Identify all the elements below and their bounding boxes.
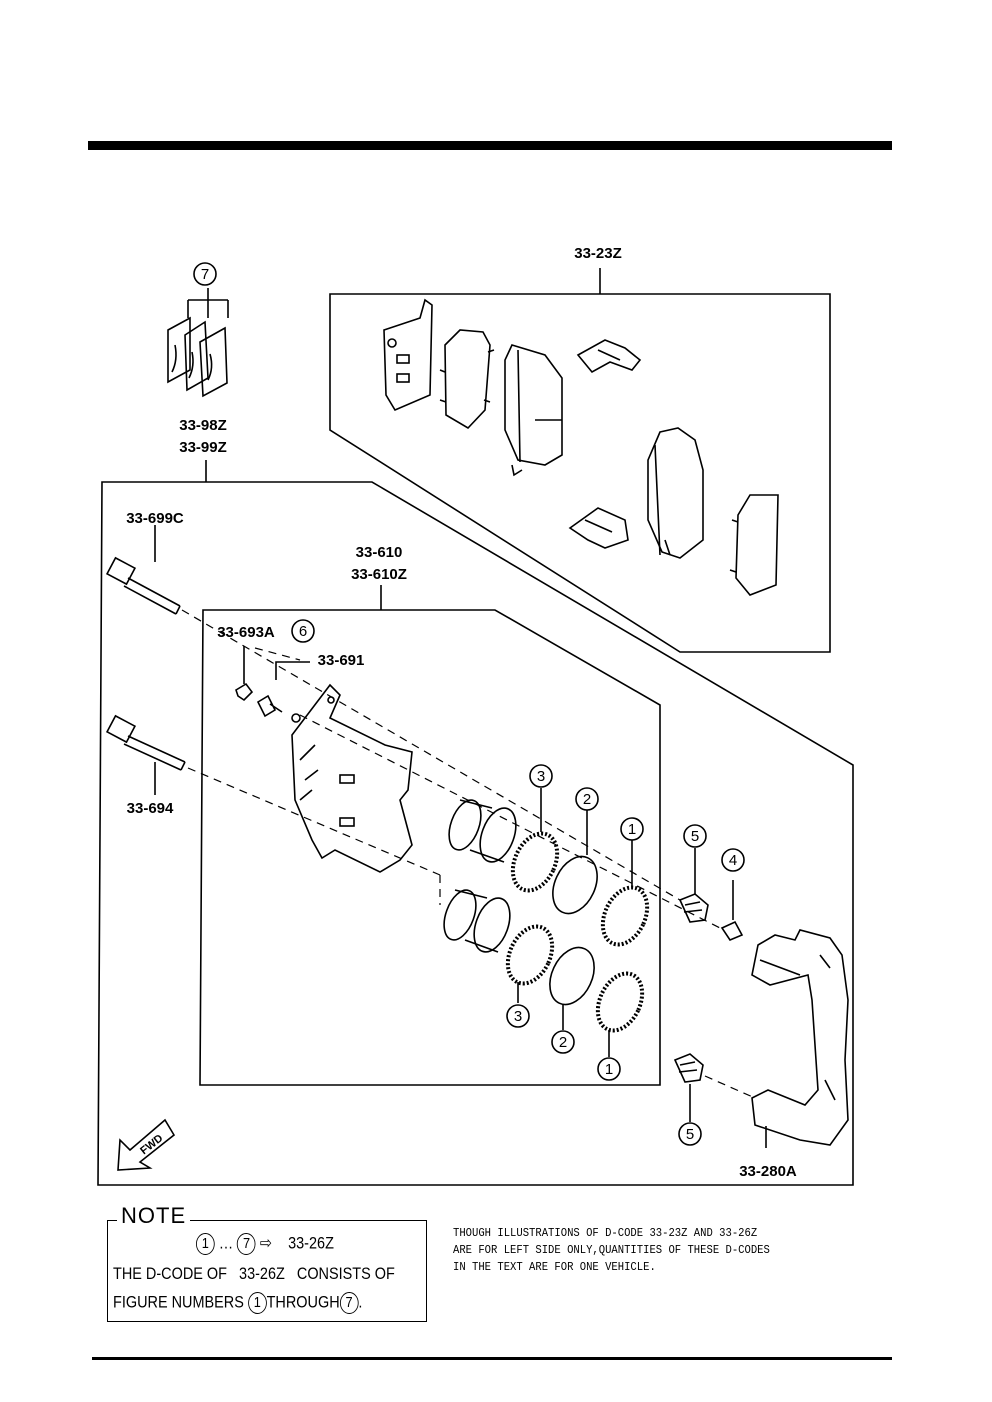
note-line2-code: 33-26Z — [239, 1264, 285, 1283]
label-caliper-body-1: 33-610 — [356, 544, 403, 561]
mounting-bracket-icon — [751, 929, 849, 1148]
callout-4-circle — [721, 848, 745, 872]
note-line2-suffix: CONSISTS OF — [296, 1264, 395, 1283]
seal-2-lower-icon — [549, 946, 595, 1006]
callout-3-upper-text: 3 — [537, 768, 545, 785]
label-caliper-body-2: 33-610Z — [351, 566, 407, 583]
disclaimer-line-3: IN THE TEXT ARE FOR ONE VEHICLE. — [453, 1260, 656, 1274]
piston-lower-icon — [443, 889, 511, 953]
guide-bolt-upper-icon — [105, 556, 181, 615]
callout-6-text: 6 — [299, 623, 307, 640]
dust-boot-5-upper-icon — [678, 893, 709, 923]
dust-boot-5-lower-icon — [673, 1053, 704, 1083]
disclaimer-line-1: THOUGH ILLUSTRATIONS OF D-CODE 33-23Z AN… — [453, 1226, 758, 1240]
bleeder-cap-icon — [235, 646, 254, 702]
guide-bolt-lower-icon — [105, 714, 186, 771]
callout-4-text: 4 — [729, 852, 737, 869]
callout-5-lower-text: 5 — [686, 1126, 694, 1143]
note-range-line: 1 … 7 ⇨ 33-26Z — [196, 1233, 334, 1255]
label-bleeder-cap: 33-693A — [217, 624, 275, 641]
pad-shim-1-icon — [383, 298, 433, 412]
note-line3-to: 7 — [339, 1292, 359, 1314]
callout-2-lower-circle — [551, 1030, 575, 1054]
callout-2-lower-text: 2 — [559, 1034, 567, 1051]
label-bracket: 33-280A — [739, 1163, 797, 1180]
note-line3-mid: THROUGH — [266, 1292, 340, 1312]
pad-shim-3-icon — [729, 494, 779, 596]
callout-1-upper-circle — [620, 817, 644, 841]
note-range-to: 7 — [237, 1233, 256, 1255]
callout-5-upper-text: 5 — [691, 828, 699, 845]
label-pad-kit: 33-23Z — [574, 245, 622, 262]
callout-7-circle — [193, 262, 217, 286]
boot-3-lower-icon — [505, 924, 555, 986]
brake-pad-outer-icon — [647, 427, 704, 559]
callout-1-upper-text: 1 — [628, 821, 636, 838]
callout-3-lower-circle — [506, 1004, 530, 1028]
callout-3-lower-text: 3 — [514, 1008, 522, 1025]
boot-3-upper-icon — [510, 831, 560, 893]
disclaimer: THOUGH ILLUSTRATIONS OF D-CODE 33-23Z AN… — [453, 1225, 805, 1276]
note-title: NOTE — [117, 1203, 191, 1229]
header-rule — [88, 141, 892, 150]
note-line-2: THE D-CODE OF 33-26Z CONSISTS OF — [113, 1264, 395, 1284]
label-caliper-assy-2: 33-99Z — [179, 439, 227, 456]
note-line2-prefix: THE D-CODE OF — [113, 1264, 227, 1283]
pad-group-7-icon — [167, 288, 229, 398]
pad-shim-2-icon — [439, 329, 495, 430]
note-line3-end: . — [358, 1292, 363, 1312]
callout-1-lower-circle — [597, 1057, 621, 1081]
callout-1-lower-text: 1 — [605, 1061, 613, 1078]
fwd-arrow-icon — [117, 1118, 176, 1171]
label-bleeder-screw: 33-691 — [318, 652, 365, 669]
note-range-separator: … — [218, 1233, 234, 1253]
callout-2-upper-circle — [575, 787, 599, 811]
seal-1-lower-icon — [595, 971, 645, 1033]
anti-rattle-clip-2-icon — [568, 507, 629, 549]
caliper-body-icon — [291, 683, 413, 873]
note-arrow: ⇨ — [259, 1233, 273, 1253]
bleeder-washer-icon — [291, 713, 301, 723]
label-caliper-assy-1: 33-98Z — [179, 417, 227, 434]
label-bolt-upper: 33-699C — [126, 510, 184, 527]
bleeder-screw-icon — [256, 661, 310, 718]
anti-rattle-clip-1-icon — [576, 339, 642, 374]
note-kit-code: 33-26Z — [288, 1233, 334, 1253]
callout-2-upper-text: 2 — [583, 791, 591, 808]
note-box — [107, 1220, 427, 1322]
callout-6-circle — [291, 619, 315, 643]
seal-2-upper-icon — [552, 855, 598, 915]
note-line3-prefix: FIGURE NUMBERS — [113, 1292, 244, 1312]
caliper-assy-outline — [97, 481, 854, 1186]
callout-5-upper-circle — [683, 824, 707, 848]
note-range-from: 1 — [196, 1233, 215, 1255]
note-line3-from: 1 — [247, 1292, 267, 1314]
disclaimer-line-2: ARE FOR LEFT SIDE ONLY,QUANTITIES OF THE… — [453, 1243, 770, 1257]
caliper-body-outline — [199, 609, 661, 1086]
pad-kit-outline — [329, 293, 831, 653]
sleeve-4-icon — [720, 880, 744, 941]
piston-upper-icon — [448, 799, 517, 863]
callout-5-lower-circle — [678, 1122, 702, 1146]
label-bolt-lower: 33-694 — [127, 800, 174, 817]
footer-rule — [92, 1357, 892, 1360]
brake-pad-inner-icon — [504, 344, 563, 477]
callout-7-text: 7 — [201, 266, 209, 283]
callout-3-upper-circle — [529, 764, 553, 788]
seal-1-upper-icon — [600, 885, 650, 947]
